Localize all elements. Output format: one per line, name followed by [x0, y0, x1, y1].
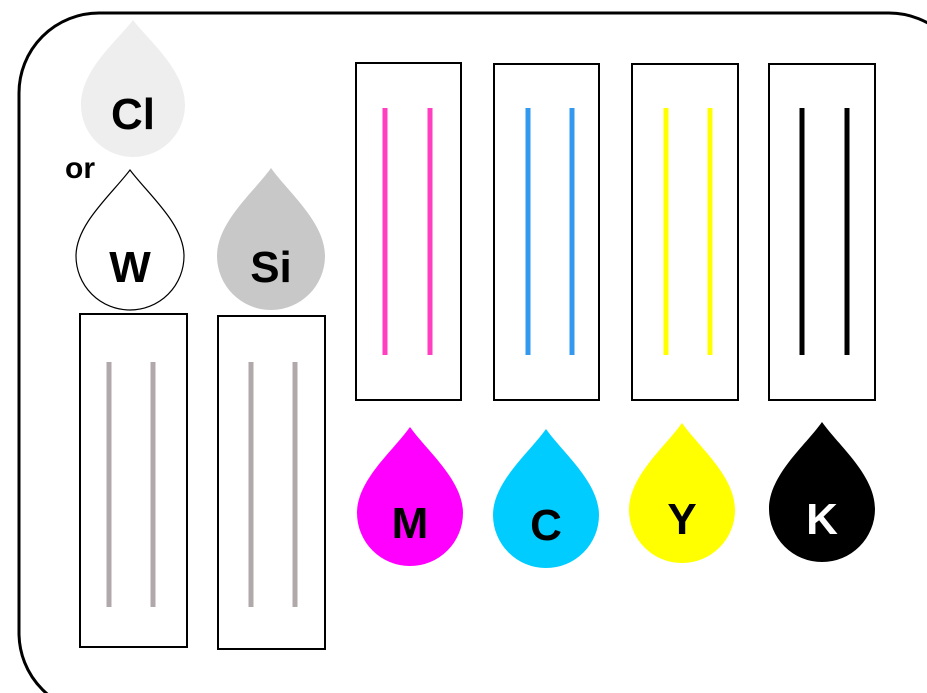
white-drop: W — [75, 169, 185, 311]
slot-white-clear — [79, 313, 188, 648]
slot-yellow-box — [631, 63, 739, 401]
slot-silver — [217, 315, 326, 650]
slot-silver-box — [217, 315, 326, 650]
magenta-drop-shape — [357, 427, 463, 566]
slot-cyan-box — [493, 63, 600, 401]
cartridge-yellow: Y — [629, 63, 739, 563]
cartridge-magenta: M — [355, 62, 463, 566]
clear-drop: Cl — [81, 20, 185, 157]
silver-drop-shape — [217, 168, 325, 310]
cartridge-black: K — [768, 63, 876, 562]
white-drop-label: W — [109, 243, 151, 292]
yellow-drop-label: Y — [667, 495, 696, 544]
silver-drop-label: Si — [250, 243, 292, 292]
white-drop-shape — [75, 169, 185, 311]
cyan-drop-label: C — [530, 501, 562, 550]
cyan-drop-shape — [493, 429, 599, 568]
black-drop-shape — [769, 422, 875, 562]
silver-drop: Si — [217, 168, 325, 310]
clear-drop-label: Cl — [111, 90, 155, 139]
black-drop-label: K — [806, 495, 838, 544]
slot-magenta-box — [355, 62, 462, 401]
cartridge-cyan: C — [493, 63, 600, 568]
magenta-drop-label: M — [392, 499, 429, 548]
yellow-drop-shape — [629, 423, 735, 563]
clear-drop-shape — [81, 20, 185, 157]
or-text: or — [65, 152, 95, 185]
slot-black-box — [768, 63, 876, 401]
slot-white-clear-box — [79, 313, 188, 648]
